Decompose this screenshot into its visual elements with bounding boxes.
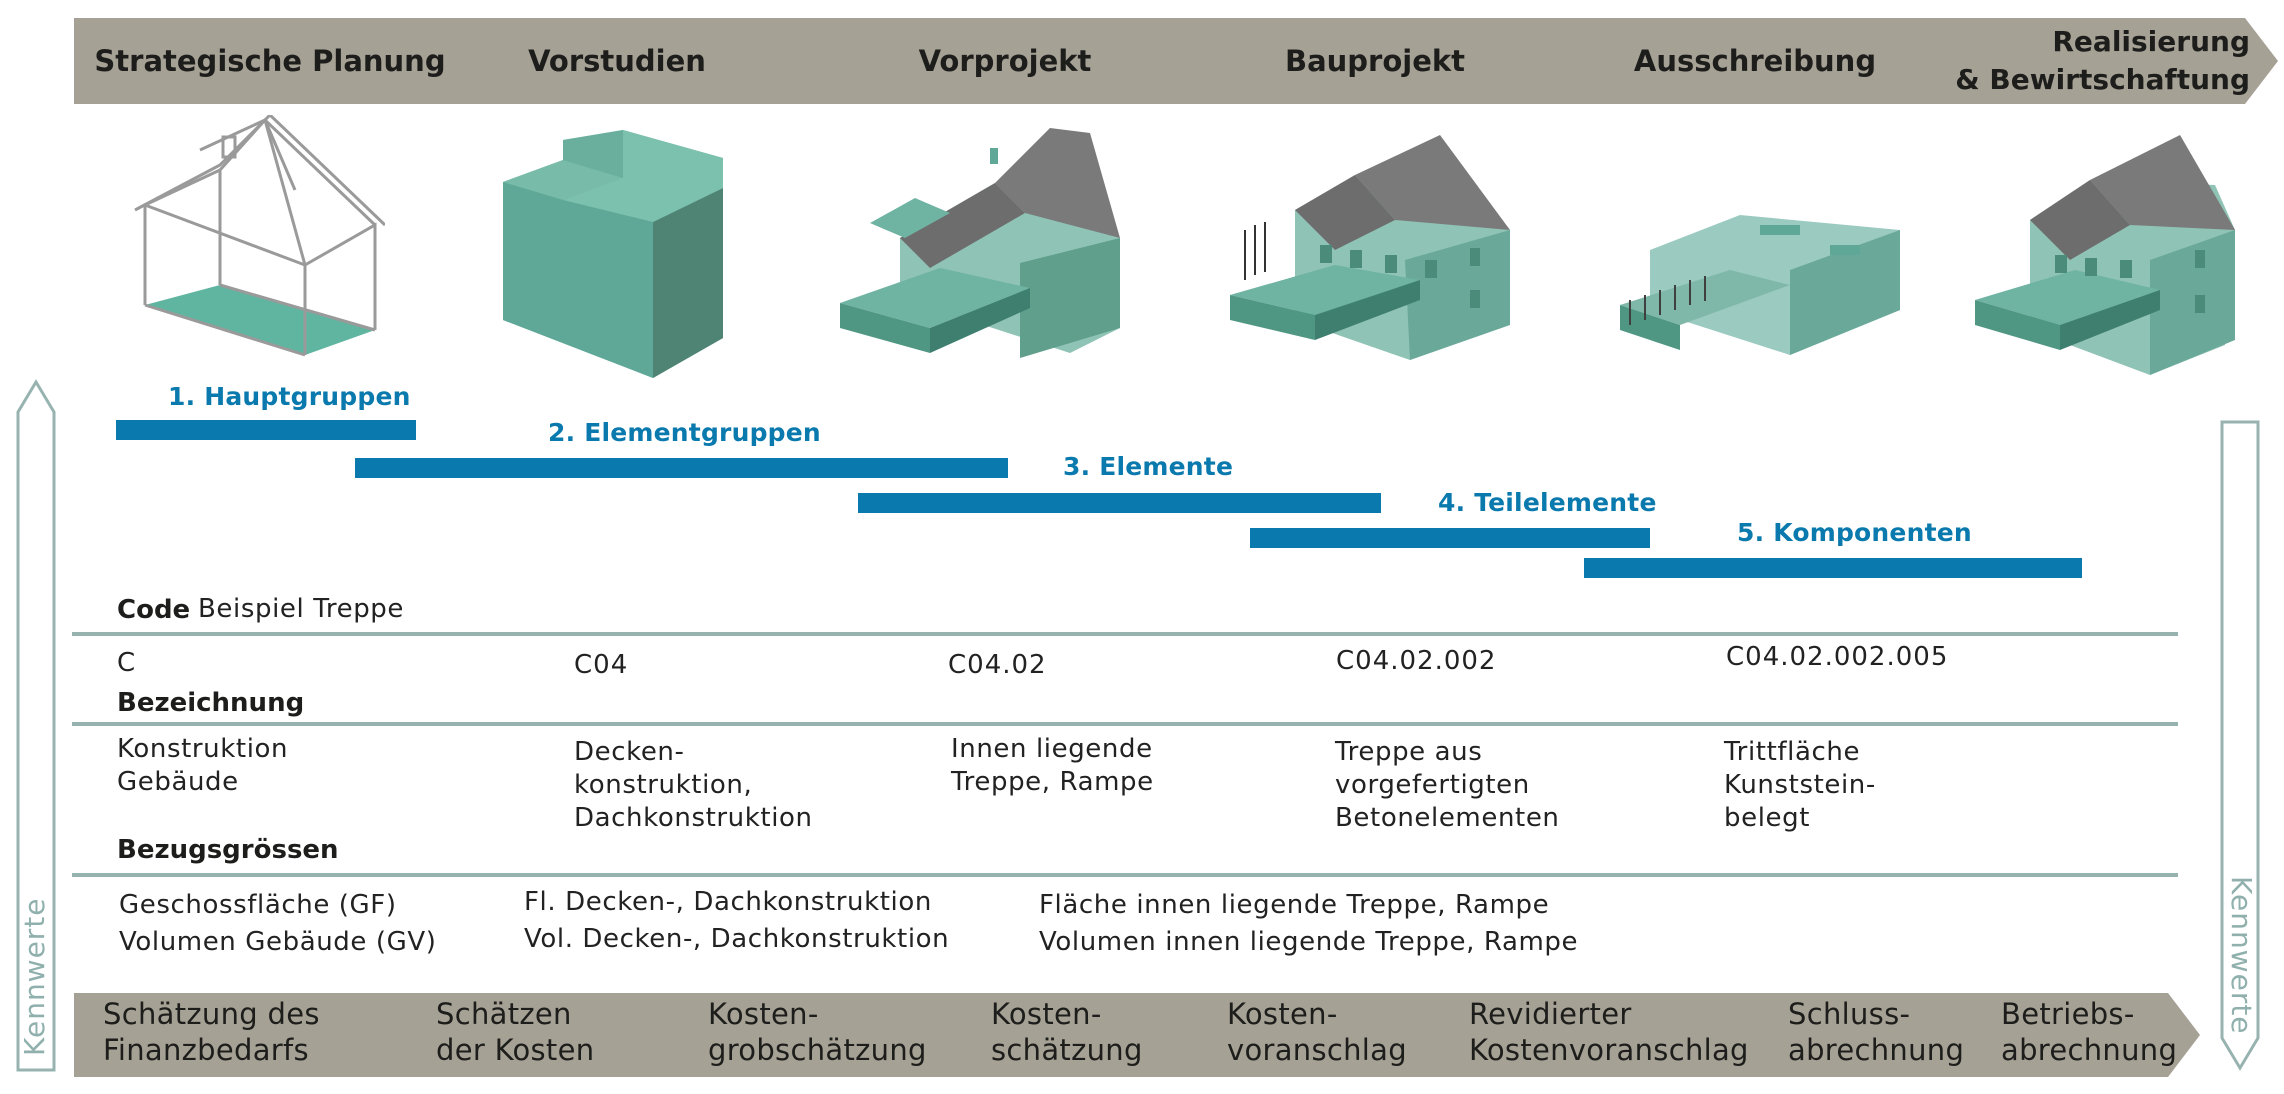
bezeichnung-5: Trittfläche Kunststein- belegt — [1724, 737, 1876, 833]
kosten-2: Schätzen der Kosten — [436, 997, 595, 1067]
divider-bezeichnung — [72, 722, 2178, 726]
code-c04-02-002-005: C04.02.002.005 — [1726, 642, 1949, 672]
phase-strategische-planung: Strategische Planung — [94, 44, 446, 78]
bezeichnung-3: Innen liegende Treppe, Rampe — [951, 734, 1154, 797]
kosten-4: Kosten- schätzung — [991, 997, 1143, 1067]
detailed-house-icon — [1230, 135, 1510, 360]
gruppe-4-label: 4. Teilelemente — [1438, 488, 1657, 517]
phase-vorstudien: Vorstudien — [528, 44, 706, 78]
code-c04: C04 — [574, 650, 629, 680]
phase-bauprojekt: Bauprojekt — [1284, 44, 1466, 78]
kosten-8: Betriebs- abrechnung — [2001, 997, 2178, 1067]
divider-bezugsgroessen — [72, 873, 2178, 877]
bezeichnung-1: Konstruktion Gebäude — [117, 734, 289, 797]
gruppe-1-label: 1. Hauptgruppen — [168, 382, 411, 411]
kosten-7: Schluss- abrechnung — [1788, 997, 1965, 1067]
cost-arrow-band — [74, 993, 2200, 1077]
kennwerte-right-label: Kennwerte — [2225, 876, 2258, 1035]
bezugsgroesse-1: Geschossfläche (GF) Volumen Gebäude (GV) — [119, 890, 437, 957]
kosten-6: Revidierter Kostenvoranschlag — [1469, 997, 1749, 1067]
phase-realisierung-bewirtschaftung: Realisierung & Bewirtschaftung — [1955, 25, 2250, 96]
code-header: Code — [117, 595, 191, 625]
gruppe-2-bar — [355, 458, 1008, 478]
bezugsgroesse-3: Fläche innen liegende Treppe, Rampe Volu… — [1039, 890, 1579, 957]
code-c04-02: C04.02 — [948, 650, 1047, 680]
bezugsgroesse-2: Fl. Decken-, Dachkonstruktion Vol. Decke… — [524, 887, 950, 954]
massing-house-icon — [840, 128, 1120, 358]
kosten-3: Kosten- grobschätzung — [708, 997, 927, 1067]
code-c: C — [117, 648, 137, 678]
bezugsgroessen-header: Bezugsgrössen — [117, 835, 339, 865]
code-c04-02-002: C04.02.002 — [1336, 646, 1497, 676]
gruppe-3-bar — [858, 493, 1381, 513]
code-example: Beispiel Treppe — [198, 594, 404, 624]
open-house-structure-icon — [1620, 215, 1900, 355]
kennwerte-down-arrow — [2220, 420, 2260, 1071]
volume-block-icon — [503, 130, 723, 378]
kennwerte-left-label: Kennwerte — [18, 897, 51, 1056]
phase-vorprojekt: Vorprojekt — [918, 44, 1092, 78]
bezeichnung-4: Treppe aus vorgefertigten Betonelementen — [1335, 737, 1560, 833]
gruppe-2-label: 2. Elementgruppen — [548, 418, 821, 447]
phase-ausschreibung: Ausschreibung — [1633, 44, 1877, 78]
kennwerte-up-arrow — [16, 379, 56, 1072]
gruppe-1-bar — [116, 420, 416, 440]
bezeichnung-2: Decken- konstruktion, Dachkonstruktion — [574, 737, 813, 833]
kosten-5: Kosten- voranschlag — [1227, 997, 1407, 1067]
gruppe-3-label: 3. Elemente — [1063, 452, 1234, 481]
phase-arrow-band — [74, 18, 2278, 104]
wireframe-house-icon — [134, 115, 385, 357]
gruppe-5-bar — [1584, 558, 2082, 578]
complete-house-icon — [1975, 135, 2235, 375]
kosten-1: Schätzung des Finanzbedarfs — [103, 997, 320, 1067]
divider-code — [72, 632, 2178, 636]
bezeichnung-header: Bezeichnung — [117, 688, 305, 718]
gruppe-4-bar — [1250, 528, 1650, 548]
gruppe-5-label: 5. Komponenten — [1737, 518, 1972, 547]
